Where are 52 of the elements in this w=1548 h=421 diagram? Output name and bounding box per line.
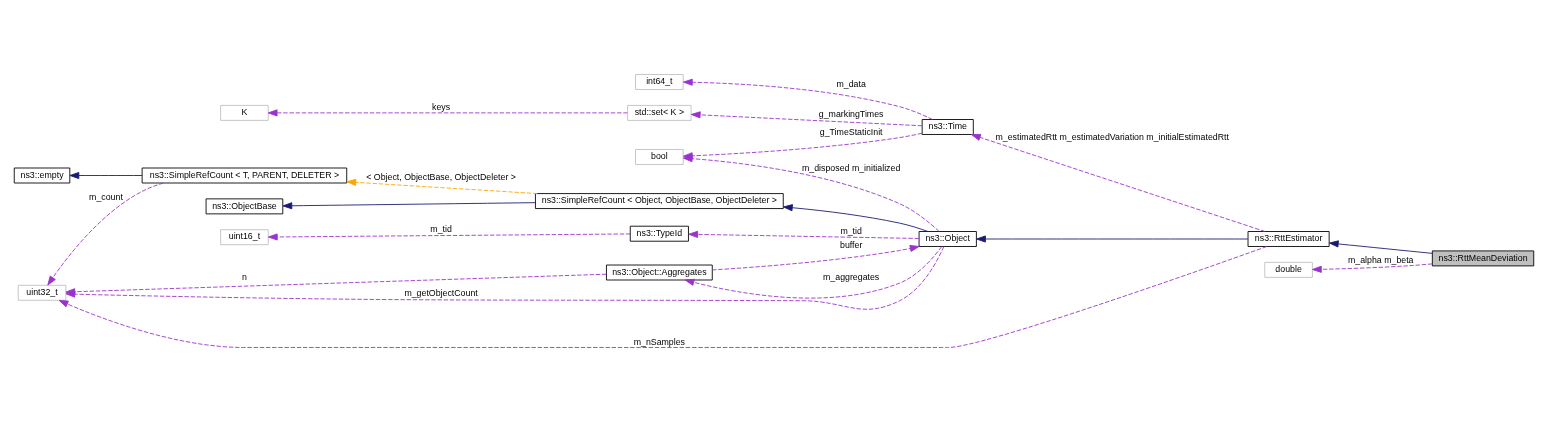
edge-label: m_count (89, 191, 123, 202)
edge-label: m_disposed m_initialized (802, 162, 901, 173)
arrow (47, 182, 164, 285)
node-box: K (220, 104, 269, 121)
arrow (688, 230, 920, 239)
edge-label: m_data (836, 78, 866, 89)
node-box: std::set< K > (627, 104, 692, 121)
node-box: ns3::RttEstimator (1247, 230, 1330, 247)
node-box: ns3::Object (918, 230, 977, 247)
node-box: ns3::SimpleRefCount < Object, ObjectBase, ObjectDeleter > (535, 192, 784, 209)
arrow (1312, 262, 1433, 273)
arrow (682, 78, 933, 120)
node-box: ns3::Time (921, 118, 974, 135)
edge-label: < Object, ObjectBase, ObjectDeleter > (366, 171, 516, 182)
node-box: ns3::ObjectBase (205, 197, 284, 214)
node-box: ns3::RttMeanDeviation (1431, 249, 1535, 266)
node-box: int64_t (635, 73, 684, 90)
arrow (971, 133, 1266, 232)
arrow (267, 232, 631, 240)
node-box: double (1264, 261, 1313, 278)
arrow (58, 245, 1268, 348)
edge-label: m_alpha m_beta (1347, 254, 1414, 265)
arrow (267, 108, 628, 116)
node-box: bool (635, 148, 684, 165)
arrow (682, 154, 940, 232)
arrow (976, 234, 1249, 243)
arrow (690, 110, 923, 126)
edge-label: n (241, 271, 247, 282)
edge-label: buffer (839, 239, 863, 250)
arrow (783, 203, 929, 232)
edge-label: m_tid (430, 223, 452, 234)
arrow (282, 201, 536, 209)
node-box: uint16_t (220, 228, 269, 245)
arrow (69, 171, 143, 179)
edge-label: keys (432, 101, 451, 112)
edge-label: m_getObjectCount (404, 287, 478, 298)
edge-label: m_aggregates (823, 271, 880, 282)
arrow (65, 273, 607, 295)
node-box: ns3::SimpleRefCount < T, PARENT, DELETER > (141, 167, 348, 183)
arrow (684, 245, 942, 298)
arrow (346, 178, 538, 194)
node-box: ns3::empty (13, 167, 71, 183)
edge-label: m_nSamples (633, 336, 686, 347)
node-box: ns3::Object::Aggregates (606, 264, 713, 280)
edge-label: m_estimatedRtt m_estimatedVariation m_initialEstimatedRtt (995, 131, 1229, 142)
edge-label: g_markingTimes (818, 108, 884, 119)
edge-label: m_tid (840, 225, 862, 236)
node-box: ns3::TypeId (629, 225, 689, 242)
edge-label: g_TimeStaticInit (819, 126, 883, 137)
node-box: uint32_t (17, 284, 67, 301)
arrow (1329, 239, 1433, 254)
arrow (711, 244, 920, 270)
